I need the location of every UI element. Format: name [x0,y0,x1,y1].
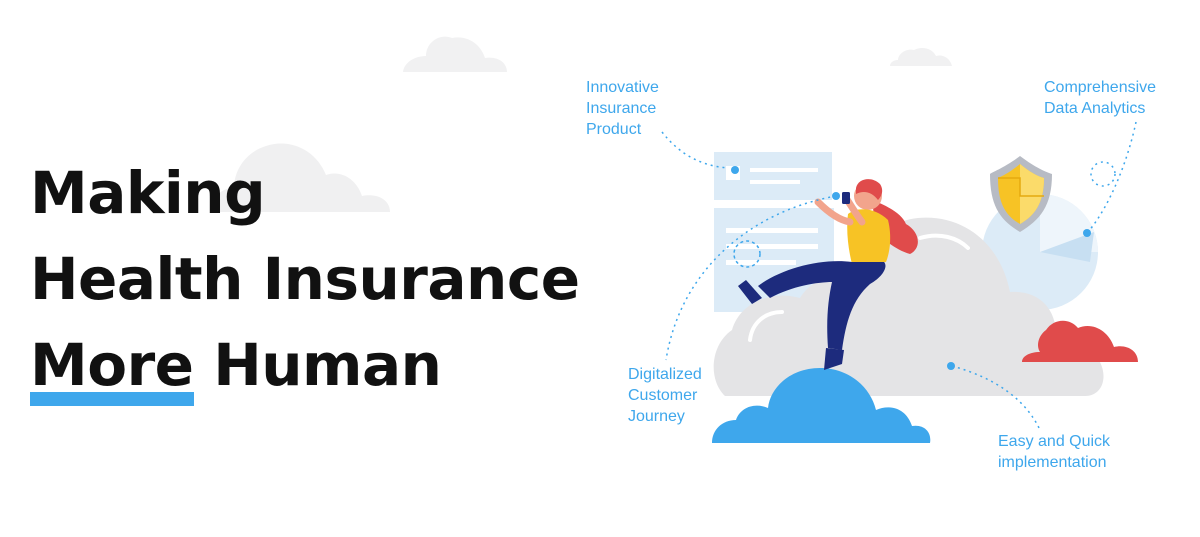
cloud-icon [890,48,952,66]
cloud-icon [403,36,507,72]
connector-lines [661,121,1137,431]
feature-label-data-analytics: Comprehensive Data Analytics [1044,79,1157,117]
cloud-icon [712,368,931,443]
feature-label-easy-implementation: Easy and Quick implementation [998,433,1111,471]
headline-line-3-rest: Human [213,331,442,399]
feature-label-digitalized-journey: Digitalized Customer Journey [628,366,702,425]
shield-icon [990,156,1052,232]
woman-with-phone-illustration [738,179,918,370]
headline-line-2: Health Insurance [30,245,580,313]
main-cloud [713,217,1104,396]
cloud-icon [212,143,390,212]
feature-label-innovative-product: Innovative Insurance Product [586,79,659,138]
headline-line-3: More Human [30,322,580,408]
cloud-icon [1022,320,1138,362]
headline-line-1: Making [30,159,266,227]
connector-dots [731,166,1091,370]
hero-headline: Making Health Insurance More Human [30,150,580,408]
headline-highlight-word: More [30,322,194,408]
